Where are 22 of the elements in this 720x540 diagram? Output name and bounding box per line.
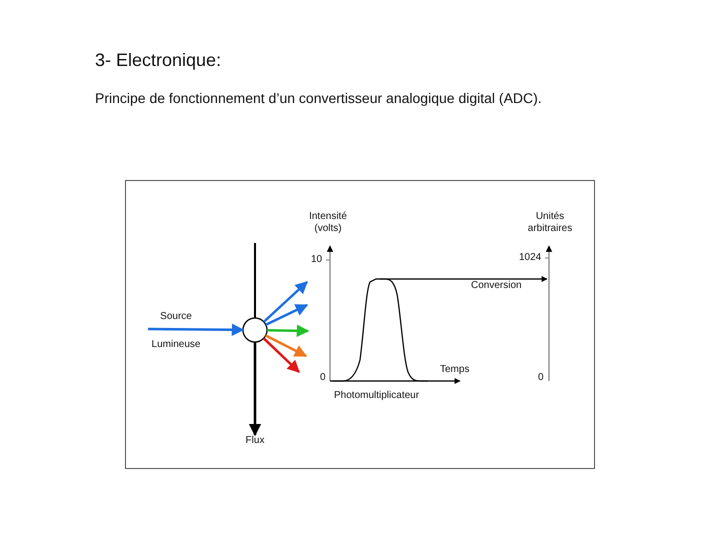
node-label: Source bbox=[160, 311, 192, 323]
tick-label: 1024 bbox=[519, 252, 542, 264]
caption: Principe de fonctionnement d’un convertisseur analogique digital (ADC). bbox=[95, 90, 542, 106]
arrow bbox=[248, 342, 262, 436]
title: 3- Electronique: bbox=[95, 50, 222, 71]
arrow bbox=[265, 304, 308, 326]
arrow bbox=[266, 324, 310, 338]
axis-title: Intensité (volts) bbox=[308, 211, 348, 235]
axis-label: Photomultiplicateur bbox=[334, 390, 420, 402]
tick-label: 0 bbox=[538, 372, 544, 384]
arrow bbox=[262, 337, 300, 373]
tick-label: 10 bbox=[311, 254, 322, 266]
arrow bbox=[265, 334, 308, 358]
arrow-label: Conversion bbox=[471, 280, 522, 292]
node-label: Lumineuse bbox=[152, 339, 200, 351]
arrow bbox=[148, 324, 244, 336]
node-label: Flux bbox=[246, 435, 264, 447]
axis-title: Unités arbitraires bbox=[526, 211, 574, 235]
lens-circle bbox=[242, 317, 268, 343]
arrow bbox=[262, 281, 308, 323]
tick-label: 0 bbox=[320, 372, 326, 384]
axis-label: Temps bbox=[440, 364, 470, 376]
